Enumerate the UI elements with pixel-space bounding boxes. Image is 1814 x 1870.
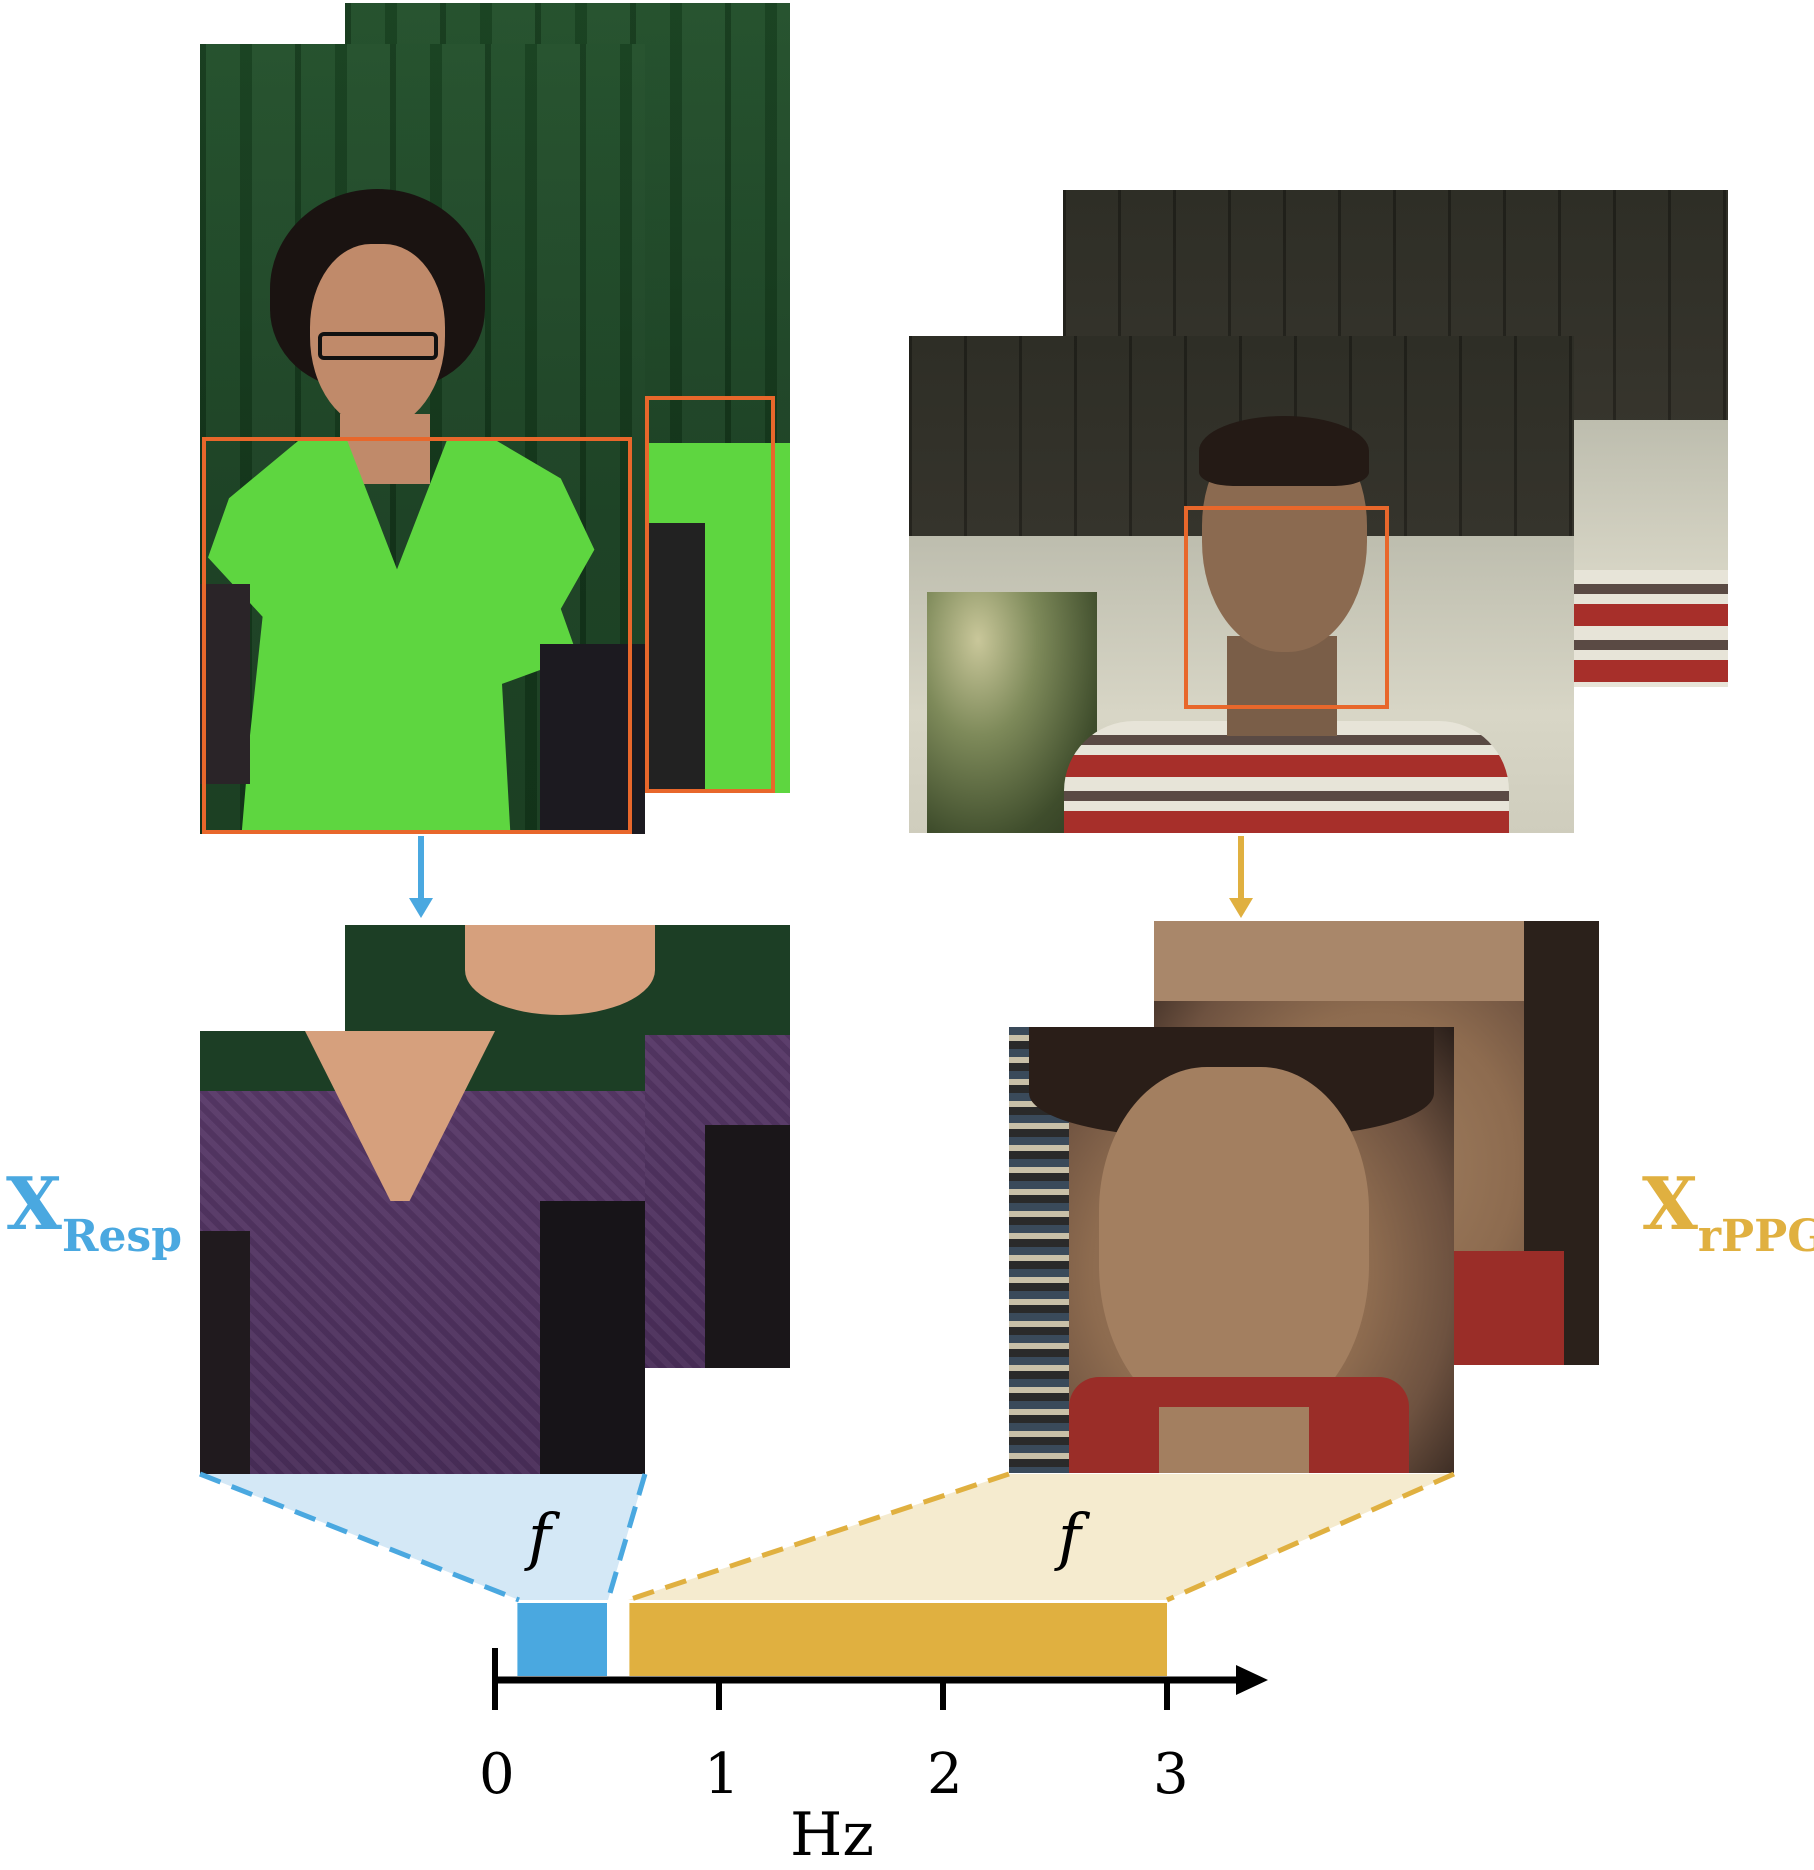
rppg-source-frame-front — [909, 336, 1574, 833]
tick-label-3: 3 — [1153, 1742, 1189, 1807]
f-label-left: f — [528, 1500, 551, 1573]
resp-source-frame-front — [200, 44, 645, 834]
resp-roi-back — [645, 396, 775, 793]
rppg-label: XrPPG — [1642, 1168, 1814, 1259]
tick-label-2: 2 — [927, 1742, 963, 1807]
band-rppg — [629, 1603, 1167, 1676]
resp-label-main: X — [6, 1161, 62, 1246]
tick-label-0: 0 — [479, 1742, 515, 1807]
resp-crop-front — [200, 1031, 645, 1474]
rppg-funnel — [628, 1474, 1454, 1600]
face — [310, 244, 445, 429]
striped-shirt — [1064, 721, 1509, 833]
head-hair — [1199, 416, 1369, 486]
resp-roi-front — [202, 437, 632, 834]
resp-label: XResp — [6, 1168, 182, 1259]
glasses — [318, 332, 438, 360]
band-resp — [517, 1603, 607, 1676]
rppg-roi — [1184, 506, 1389, 709]
rppg-label-sub: rPPG — [1697, 1211, 1814, 1262]
resp-funnel — [200, 1474, 645, 1600]
resp-label-sub: Resp — [61, 1211, 182, 1262]
axis-unit-label: Hz — [790, 1800, 874, 1870]
rppg-label-main: X — [1642, 1161, 1698, 1246]
axis-arrow-icon — [1236, 1665, 1268, 1695]
rppg-crop-front — [1009, 1027, 1454, 1473]
f-label-right: f — [1058, 1500, 1081, 1573]
tick-label-1: 1 — [704, 1742, 740, 1807]
